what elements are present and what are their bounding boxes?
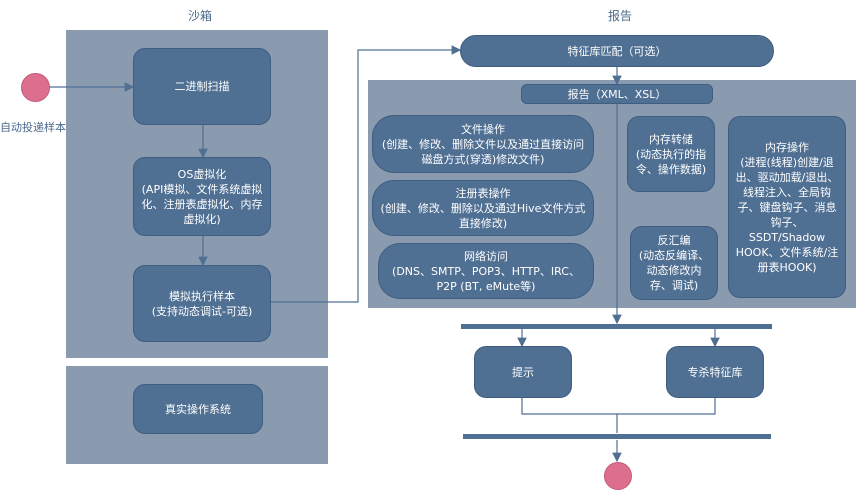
end-node [604,462,632,490]
os-virtualization-node: OS虚拟化 (API模拟、文件系统虚拟化、注册表虚拟化、内存虚拟化) [133,157,271,236]
start-node [21,73,50,102]
signature-match-node: 特征库匹配（可选） [460,35,774,67]
file-ops-node: 文件操作 (创建、修改、删除文件以及通过直接访问磁盘方式(穿透)修改文件) [372,115,594,173]
join-bar [463,434,771,439]
binary-scan-node: 二进制扫描 [133,48,271,125]
lane-title-sandbox: 沙箱 [187,9,212,23]
start-label: 自动投递样本 [0,121,66,134]
registry-ops-node: 注册表操作 (创建、修改、删除以及通过Hive文件方式直接修改) [372,180,594,236]
report-formats-node: 报告（XML、XSL） [521,84,713,104]
real-os-node: 真实操作系统 [133,384,263,434]
memory-dump-node: 内存转储 (动态执行的指令、操作数据) [627,116,715,192]
antivirus-signature-node: 专杀特征库 [666,346,764,398]
alert-node: 提示 [474,346,572,398]
network-access-node: 网络访问 (DNS、SMTP、POP3、HTTP、IRC、P2P (BT, eM… [378,243,594,299]
memory-ops-node: 内存操作 (进程(线程)创建/退出、驱动加载/退出、线程注入、全局钩子、键盘钩子… [728,116,846,298]
disassembly-node: 反汇编 (动态反编译、动态修改内存、调试) [630,226,718,300]
simulate-exec-node: 模拟执行样本 (支持动态调试-可选) [133,265,271,342]
lane-title-report: 报告 [607,9,632,23]
fork-bar [461,324,772,329]
